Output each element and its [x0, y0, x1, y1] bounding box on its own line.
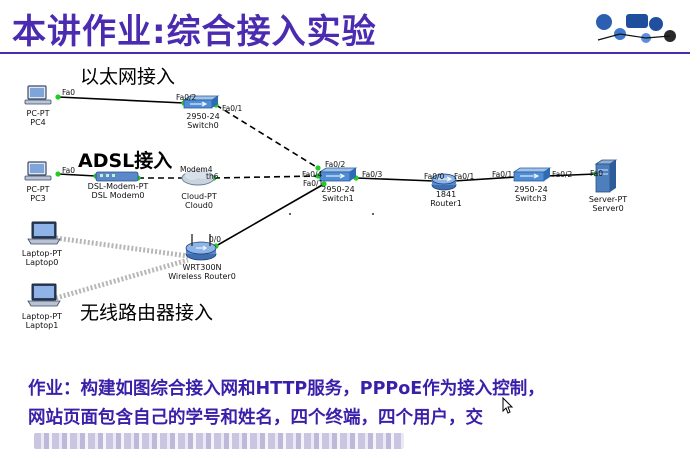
title-divider: [0, 52, 690, 54]
device-label-cloud0: Cloud-PT Cloud0: [181, 192, 216, 210]
wireless-link-laptop0: [55, 235, 189, 259]
port-label: Fa0: [62, 166, 75, 175]
device-name: PC3: [30, 194, 46, 203]
device-label-laptop0: Laptop-PT Laptop0: [22, 249, 62, 267]
cursor-icon: [502, 397, 514, 414]
port-label: Fa0/1: [454, 172, 475, 181]
device-name: Switch3: [515, 194, 547, 203]
port-label: Fa0: [590, 169, 603, 178]
device-type: Laptop-PT: [21, 249, 63, 258]
device-name: DSL Modem0: [91, 191, 145, 200]
device-name: PC4: [30, 118, 46, 127]
link-router1-switch3: [453, 176, 517, 182]
laptop-icon: [27, 283, 61, 307]
port-label: Fa0/2: [176, 93, 197, 102]
wireless-router-icon: [185, 234, 217, 261]
device-type: Cloud-PT: [181, 192, 217, 201]
assignment-line-2: 网站页面包含自己的学号和姓名，四个终端，四个用户，交: [28, 408, 483, 428]
link-switch0-switch1: [215, 104, 319, 169]
port-label: Fa0/2: [325, 160, 346, 169]
device-type: 2950-24: [321, 185, 355, 194]
device-label-dsl-modem0: DSL-Modem-PT DSL Modem0: [88, 182, 149, 200]
laptop-icon: [27, 221, 61, 245]
device-type: Server-PT: [588, 195, 628, 204]
device-type: 1841: [435, 190, 457, 199]
server-icon: [594, 159, 618, 193]
device-name: Laptop1: [25, 321, 59, 330]
link-pc3-modem: [57, 173, 97, 177]
obscured-text-line: [34, 433, 404, 449]
switch-icon: [182, 95, 220, 109]
device-label-switch3: 2950-24 Switch3: [514, 185, 547, 203]
port-label: th6: [206, 172, 219, 181]
port-label: Fa0/4: [302, 170, 323, 179]
port-label: Fa0/1: [222, 104, 243, 113]
pc-icon: [24, 161, 52, 181]
device-name: Switch0: [187, 121, 219, 130]
device-label-router1: 1841 Router1: [430, 190, 462, 208]
link-switch3-server0: [545, 173, 597, 177]
assignment-line-1: 作业：构建如图综合接入网和HTTP服务，PPPoE作为接入控制，: [28, 379, 545, 399]
device-type: 2950-24: [514, 185, 548, 194]
caption-ethernet-access: 以太网接入: [80, 66, 176, 88]
device-type: Laptop-PT: [21, 312, 63, 321]
device-label-laptop1: Laptop-PT Laptop1: [22, 312, 62, 330]
switch-icon: [318, 167, 358, 182]
network-topology-diagram: [24, 85, 618, 307]
assignment-text: 作业：构建如图综合接入网和HTTP服务，PPPoE作为接入控制， 网站页面包含自…: [28, 375, 678, 433]
device-type: PC-PT: [26, 185, 50, 194]
device-name: Cloud0: [185, 201, 213, 210]
device-name: Server0: [592, 204, 624, 213]
caption-wireless-access: 无线路由器接入: [80, 302, 214, 324]
pc-icon: [24, 85, 52, 105]
device-label-server0: Server-PT Server0: [589, 195, 627, 213]
switch-icon: [512, 167, 552, 182]
device-name: Switch1: [322, 194, 354, 203]
caption-adsl-access: ADSL接入: [78, 150, 173, 172]
device-label-switch1: 2950-24 Switch1: [321, 185, 354, 203]
device-type: 2950-24: [186, 112, 220, 121]
port-label: Modem4: [180, 165, 213, 174]
port-label: Fa0: [62, 88, 75, 97]
port-label: Fa0/0: [424, 172, 445, 181]
device-type: PC-PT: [26, 109, 50, 118]
router-icon: [431, 173, 457, 191]
slide-title: 本讲作业:综合接入实验: [12, 12, 377, 52]
port-label: Fa0/2: [552, 170, 573, 179]
link-switch1-router1: [355, 177, 435, 182]
device-name: Router1: [430, 199, 462, 208]
link-wrouter-switch1: [215, 183, 325, 247]
link-pc4-switch0: [57, 96, 185, 104]
cloud-icon: [181, 169, 215, 186]
logo-icon: [590, 4, 686, 48]
device-label-switch0: 2950-24 Switch0: [186, 112, 219, 130]
device-name: Wireless Router0: [168, 272, 236, 281]
device-label-pc3: PC-PT PC3: [26, 185, 49, 203]
wireless-link-laptop1: [55, 257, 189, 301]
link-cloud-switch1: [213, 175, 319, 179]
device-name: Laptop0: [25, 258, 59, 267]
port-label: 0/0: [209, 235, 222, 244]
port-label: Fa0/3: [362, 170, 383, 179]
device-type: DSL-Modem-PT: [87, 182, 149, 191]
device-type: WRT300N: [182, 263, 222, 272]
port-label: Fa0/1: [492, 170, 513, 179]
device-label-pc4: PC-PT PC4: [26, 109, 49, 127]
modem-icon: [95, 171, 139, 182]
port-label: Fa0/1: [303, 179, 324, 188]
device-label-wireless-router0: WRT300N Wireless Router0: [168, 263, 236, 281]
